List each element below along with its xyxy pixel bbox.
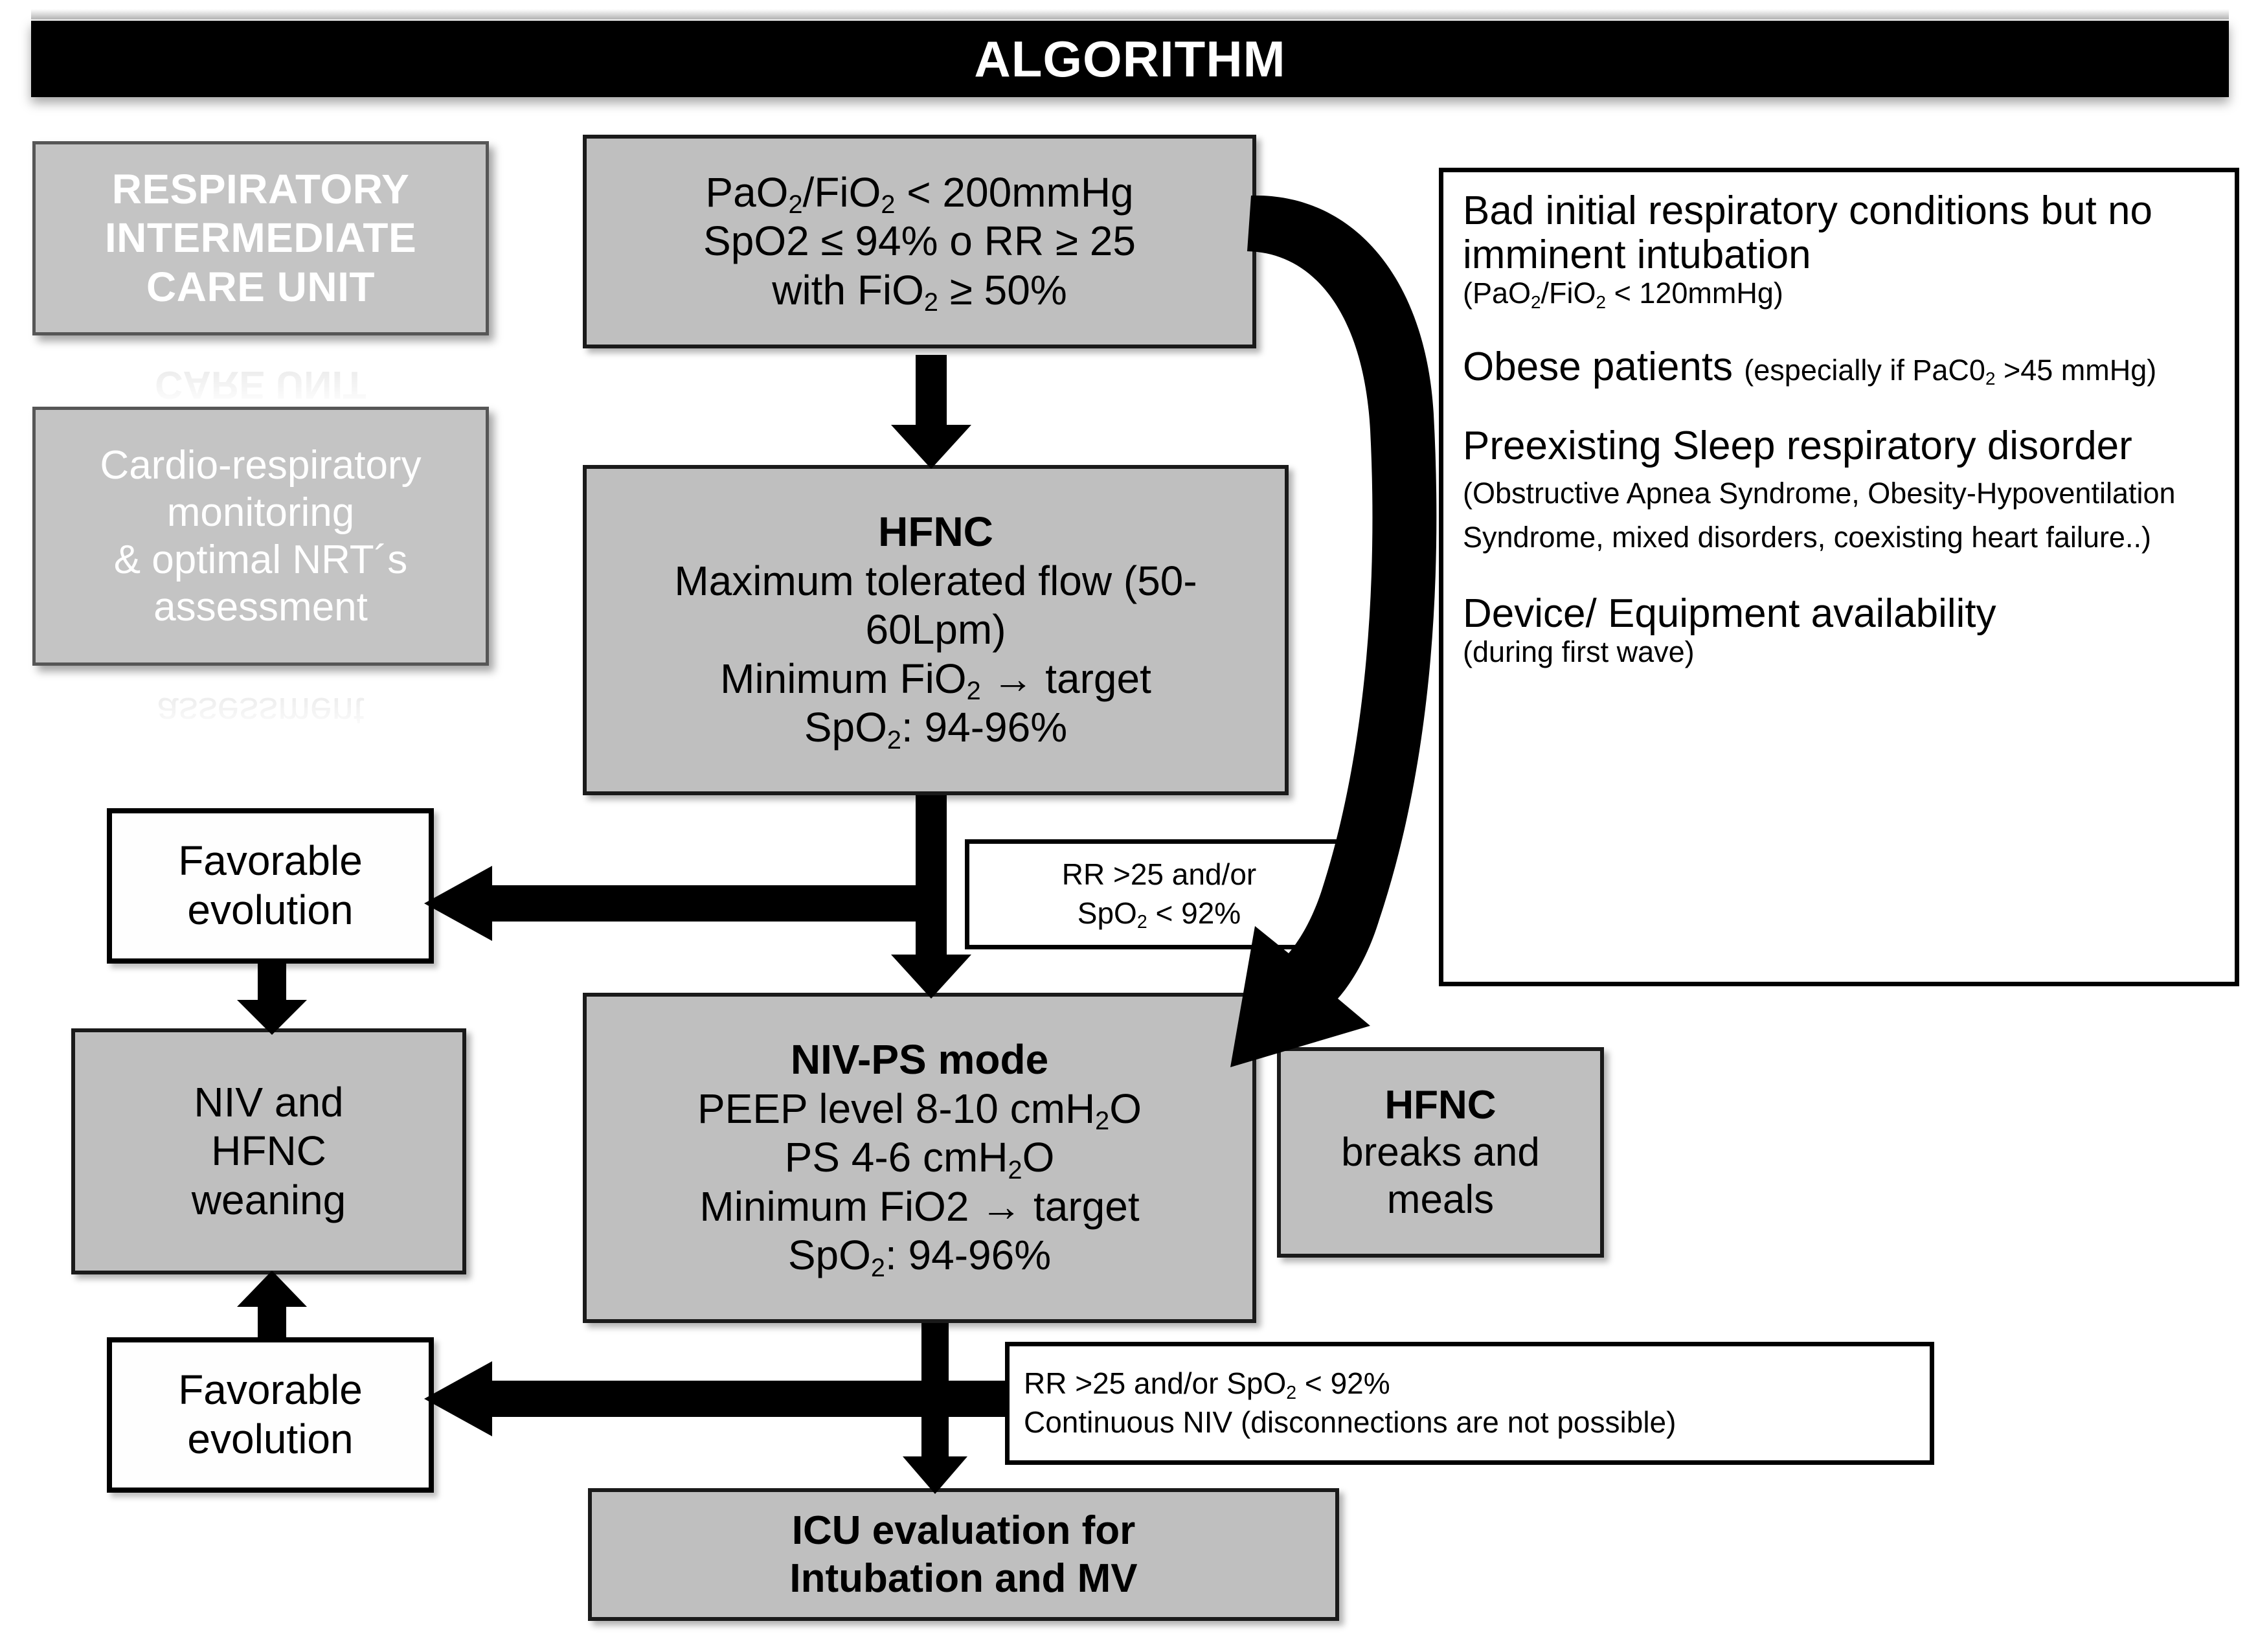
niv-ps-line-4: SpO2: 94-96% bbox=[787, 1232, 1052, 1282]
indication-4-sub: (during first wave) bbox=[1463, 635, 1695, 668]
niv-ps-line-3: Minimum FiO2 → target bbox=[699, 1182, 1140, 1230]
arrow-nivps-to-favorable-bottom bbox=[424, 1360, 1007, 1438]
entry-criteria-box: PaO2/FiO2 < 200mmHg SpO2 ≤ 94% o RR ≥ 25… bbox=[583, 135, 1256, 348]
fav-bottom-line-2: evolution bbox=[187, 1416, 354, 1462]
cardio-respiratory-monitoring-box: Cardio-respiratory monitoring & optimal … bbox=[32, 407, 489, 666]
page-title-banner: ALGORITHM bbox=[31, 9, 2229, 97]
indication-1-main: Bad initial respiratory conditions but n… bbox=[1463, 188, 2152, 278]
arrow-favorable-top-to-weaning bbox=[233, 964, 311, 1036]
indication-3-main-text: Preexisting Sleep respiratory disorder bbox=[1463, 423, 2132, 468]
arrow-hfnc-to-favorable-top bbox=[424, 865, 942, 942]
hfnc-breaks-line-1: breaks and bbox=[1341, 1129, 1540, 1175]
fav-top-line-2: evolution bbox=[187, 887, 354, 933]
monitoring-line-3: & optimal NRT´s bbox=[113, 537, 408, 582]
hfnc-line-1: Maximum tolerated flow (50- bbox=[674, 557, 1197, 604]
fav-bottom-line-1: Favorable bbox=[178, 1366, 363, 1414]
hfnc-breaks-title: HFNC bbox=[1384, 1082, 1496, 1127]
niv-failure-line-2: Continuous NIV (disconnections are not p… bbox=[1024, 1405, 1677, 1439]
monitoring-line-1: Cardio-respiratory bbox=[100, 442, 422, 488]
entry-line-1: PaO2/FiO2 < 200mmHg bbox=[705, 168, 1134, 220]
respiratory-intermediate-care-unit-box: RESPIRATORY INTERMEDIATE CARE UNIT bbox=[32, 141, 489, 335]
hfnc-failure-line-2: SpO2 < 92% bbox=[1077, 896, 1241, 933]
indications-panel: Bad initial respiratory conditions but n… bbox=[1439, 168, 2239, 986]
unit-line-3: CARE UNIT bbox=[146, 263, 375, 310]
niv-hfnc-weaning-box: NIV and HFNC weaning bbox=[71, 1028, 466, 1274]
hfnc-breaks-line-2: meals bbox=[1386, 1177, 1495, 1223]
hfnc-failure-line-1: RR >25 and/or bbox=[1061, 857, 1257, 892]
indication-1-sub: (PaO2/FiO2 < 120mmHg) bbox=[1463, 277, 1783, 312]
icu-line-2: Intubation and MV bbox=[789, 1556, 1138, 1601]
indication-3-sub: (Obstructive Apnea Syndrome, Obesity-Hyp… bbox=[1463, 477, 2176, 554]
hfnc-failure-condition-box: RR >25 and/or SpO2 < 92% bbox=[965, 839, 1353, 949]
arrow-curved-entry-to-nivps bbox=[1217, 181, 1489, 1081]
favorable-evolution-top-box: Favorable evolution bbox=[107, 808, 434, 964]
entry-line-3: with FiO2 ≥ 50% bbox=[772, 266, 1067, 317]
banner-glow bbox=[31, 9, 2229, 19]
weaning-line-1: NIV and bbox=[194, 1078, 344, 1126]
hfnc-breaks-and-meals-box: HFNC breaks and meals bbox=[1277, 1047, 1604, 1258]
favorable-evolution-bottom-box: Favorable evolution bbox=[107, 1337, 434, 1493]
indication-4-main: Device/ Equipment availability bbox=[1463, 591, 1996, 636]
fav-top-line-1: Favorable bbox=[178, 837, 363, 885]
indication-item-3: Preexisting Sleep respiratory disorder (… bbox=[1463, 424, 2217, 557]
arrow-favorable-bottom-to-weaning bbox=[233, 1271, 311, 1343]
icu-line-1: ICU evaluation for bbox=[791, 1508, 1136, 1554]
indication-2-main: Obese patients (especially if PaC02 >45 … bbox=[1463, 345, 2217, 389]
monitoring-box-reflection: assessment bbox=[157, 690, 365, 733]
niv-ps-line-1: PEEP level 8-10 cmH2O bbox=[697, 1085, 1142, 1136]
indication-item-1: Bad initial respiratory conditions but n… bbox=[1463, 188, 2217, 312]
weaning-line-3: weaning bbox=[191, 1176, 346, 1223]
indication-2-sub: (especially if PaC02 >45 mmHg) bbox=[1744, 353, 2157, 389]
entry-line-2: SpO2 ≤ 94% o RR ≥ 25 bbox=[703, 218, 1136, 265]
monitoring-line-4: assessment bbox=[153, 585, 368, 630]
unit-box-reflection: CARE UNIT bbox=[155, 363, 367, 407]
niv-ps-mode-box: NIV-PS mode PEEP level 8-10 cmH2O PS 4-6… bbox=[583, 993, 1256, 1323]
arrow-entry-to-hfnc bbox=[886, 355, 977, 471]
niv-ps-title: NIV-PS mode bbox=[790, 1036, 1049, 1083]
indication-3-main: Preexisting Sleep respiratory disorder (… bbox=[1463, 424, 2217, 557]
niv-failure-line-1: RR >25 and/or SpO2 < 92% bbox=[1024, 1366, 1390, 1403]
unit-line-1: RESPIRATORY bbox=[111, 165, 410, 212]
hfnc-line-4: SpO2: 94-96% bbox=[804, 704, 1068, 754]
hfnc-line-3: Minimum FiO2 → target bbox=[720, 655, 1151, 706]
indication-2-main-text: Obese patients bbox=[1463, 344, 1733, 389]
weaning-line-2: HFNC bbox=[211, 1127, 326, 1175]
niv-failure-condition-box: RR >25 and/or SpO2 < 92% Continuous NIV … bbox=[1005, 1342, 1934, 1465]
hfnc-line-2: 60Lpm) bbox=[865, 606, 1006, 653]
monitoring-line-2: monitoring bbox=[166, 490, 355, 535]
niv-ps-line-2: PS 4-6 cmH2O bbox=[784, 1134, 1055, 1184]
page-title: ALGORITHM bbox=[974, 30, 1286, 87]
icu-evaluation-box: ICU evaluation for Intubation and MV bbox=[588, 1488, 1339, 1621]
indication-item-4: Device/ Equipment availability (during f… bbox=[1463, 591, 2217, 669]
hfnc-box: HFNC Maximum tolerated flow (50- 60Lpm) … bbox=[583, 465, 1289, 795]
unit-line-2: INTERMEDIATE bbox=[104, 214, 417, 262]
hfnc-title: HFNC bbox=[878, 508, 993, 556]
indication-item-2: Obese patients (especially if PaC02 >45 … bbox=[1463, 345, 2217, 389]
